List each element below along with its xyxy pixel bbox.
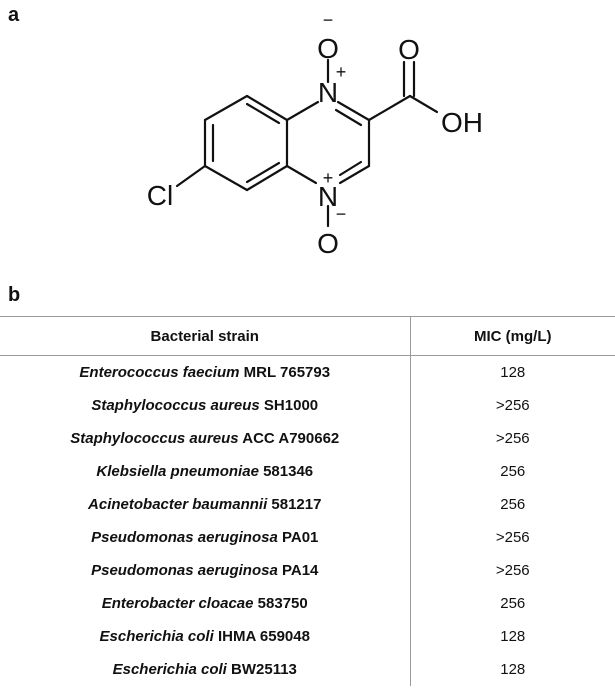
bond bbox=[245, 94, 289, 122]
bond bbox=[245, 102, 281, 125]
strain-id: ACC A790662 bbox=[242, 430, 340, 447]
panel-label-b: b bbox=[8, 284, 21, 306]
species-name: Acinetobacter baumannii bbox=[88, 496, 268, 513]
strain-cell: Enterococcus faecium MRL 765793 bbox=[0, 355, 411, 389]
strain-id: 581346 bbox=[263, 463, 314, 480]
mic-cell: >256 bbox=[495, 562, 530, 579]
table-row: Pseudomonas aeruginosa PA14 >256 bbox=[0, 554, 615, 587]
species-name: Enterobacter cloacae bbox=[101, 595, 254, 612]
strain-cell: Klebsiella pneumoniae 581346 bbox=[0, 455, 411, 488]
strain-cell: Staphylococcus aureus SH1000 bbox=[0, 389, 411, 422]
strain-id: IHMA 659048 bbox=[217, 628, 310, 645]
strain-id: BW25113 bbox=[231, 661, 297, 678]
bond bbox=[338, 164, 371, 185]
strain-cell: Staphylococcus aureus ACC A790662 bbox=[0, 422, 411, 455]
charge-plus-bottom: + bbox=[323, 168, 334, 188]
table-row: Pseudomonas aeruginosa PA01 >256 bbox=[0, 521, 615, 554]
table-row: Enterococcus faecium MRL 765793 128 bbox=[0, 355, 615, 389]
species-name: Staphylococcus aureus bbox=[70, 430, 239, 447]
mic-cell: >256 bbox=[495, 529, 530, 546]
table-row: Klebsiella pneumoniae 581346 256 bbox=[0, 455, 615, 488]
species-name: Pseudomonas aeruginosa bbox=[91, 529, 278, 546]
table-row: Staphylococcus aureus ACC A790662 >256 bbox=[0, 422, 615, 455]
strain-cell: Escherichia coli BW25113 bbox=[0, 653, 411, 686]
mic-cell: >256 bbox=[495, 430, 530, 447]
bond bbox=[338, 160, 363, 177]
mic-cell: 256 bbox=[500, 595, 526, 612]
table-row: Escherichia coli IHMA 659048 128 bbox=[0, 620, 615, 653]
charge-minus-top: − bbox=[323, 10, 334, 30]
chemical-structure: N N O O O OH Cl − + + − bbox=[147, 10, 483, 259]
header-bacterial-strain: Bacterial strain bbox=[0, 316, 411, 356]
strain-id: PA01 bbox=[281, 529, 319, 546]
table-row: Acinetobacter baumannii 581217 256 bbox=[0, 488, 615, 521]
strain-cell: Escherichia coli IHMA 659048 bbox=[0, 620, 411, 653]
atom-cl: Cl bbox=[147, 180, 173, 211]
strain-cell: Pseudomonas aeruginosa PA01 bbox=[0, 521, 411, 554]
strain-cell: Acinetobacter baumannii 581217 bbox=[0, 488, 411, 521]
atom-o-bottom: O bbox=[317, 228, 339, 259]
atom-o-carbonyl: O bbox=[398, 34, 420, 65]
bond bbox=[203, 94, 249, 122]
bond bbox=[367, 94, 412, 122]
species-name: Pseudomonas aeruginosa bbox=[91, 562, 278, 579]
bond bbox=[334, 108, 363, 127]
mic-cell: 256 bbox=[500, 496, 526, 513]
charge-minus-bottom: − bbox=[336, 204, 347, 224]
mic-cell: 256 bbox=[500, 463, 526, 480]
mic-table: Bacterial strain MIC (mg/L) Enterococcus… bbox=[0, 316, 615, 686]
strain-cell: Enterobacter cloacae 583750 bbox=[0, 587, 411, 620]
species-name: Staphylococcus aureus bbox=[91, 397, 260, 414]
charge-plus-top: + bbox=[336, 62, 347, 82]
mic-cell: 128 bbox=[500, 628, 526, 645]
species-name: Escherichia coli bbox=[112, 661, 227, 678]
table-row: Staphylococcus aureus SH1000 >256 bbox=[0, 389, 615, 422]
species-name: Klebsiella pneumoniae bbox=[96, 463, 259, 480]
table-row: Escherichia coli BW25113 128 bbox=[0, 653, 615, 686]
panel-label-a: a bbox=[8, 4, 20, 26]
strain-id: SH1000 bbox=[263, 397, 319, 414]
mic-cell: 128 bbox=[500, 364, 526, 381]
atom-oh: OH bbox=[441, 107, 483, 138]
table-row: Enterobacter cloacae 583750 256 bbox=[0, 587, 615, 620]
strain-id: 581217 bbox=[271, 496, 322, 513]
bond bbox=[285, 164, 318, 185]
bond bbox=[175, 164, 207, 188]
bond bbox=[336, 100, 371, 122]
bond bbox=[408, 94, 439, 114]
mic-cell: >256 bbox=[495, 397, 530, 414]
atom-n-bottom: N bbox=[318, 181, 338, 212]
table-header-row: Bacterial strain MIC (mg/L) bbox=[0, 316, 615, 356]
header-mic: MIC (mg/L) bbox=[410, 316, 615, 356]
species-name: Escherichia coli bbox=[99, 628, 214, 645]
bond bbox=[285, 100, 320, 122]
strain-id: 583750 bbox=[257, 595, 308, 612]
strain-cell: Pseudomonas aeruginosa PA14 bbox=[0, 554, 411, 587]
atom-n-top: N bbox=[318, 77, 338, 108]
strain-id: MRL 765793 bbox=[243, 364, 331, 381]
strain-id: PA14 bbox=[281, 562, 319, 579]
bond bbox=[245, 164, 289, 192]
atom-o-top: O bbox=[317, 33, 339, 64]
bond bbox=[203, 164, 249, 192]
species-name: Enterococcus faecium bbox=[79, 364, 240, 381]
bond bbox=[245, 161, 281, 184]
mic-cell: 128 bbox=[500, 661, 526, 678]
